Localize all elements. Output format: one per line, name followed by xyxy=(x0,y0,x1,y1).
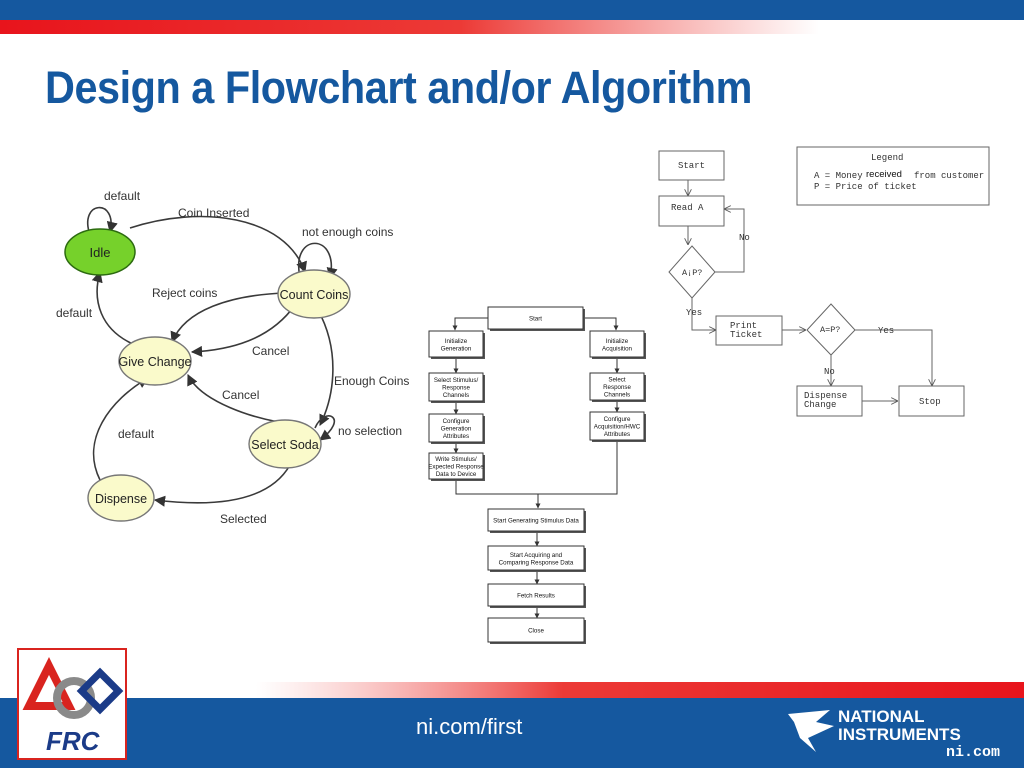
label-reject-coins: Reject coins xyxy=(152,286,217,300)
label-coin-inserted: Coin Inserted xyxy=(178,206,249,220)
transition-cancel-bottom xyxy=(187,373,301,426)
legend-box xyxy=(796,146,990,206)
ni-line2: INSTRUMENTS xyxy=(838,725,961,744)
ni-eagle-icon xyxy=(788,710,834,752)
ticket-dispense-box xyxy=(796,385,863,417)
state-dispense: Dispense xyxy=(87,474,155,522)
transition-cancel-top xyxy=(190,304,296,358)
process-main-box-3: Fetch Results xyxy=(487,583,586,608)
ticket-decision2-box xyxy=(806,303,856,356)
process-connector xyxy=(538,440,618,495)
top-banner xyxy=(0,0,1024,34)
state-idle: Idle xyxy=(64,228,136,276)
label-default-give: default xyxy=(56,306,93,320)
slide-title: Design a Flowchart and/or Algorithm xyxy=(45,62,752,113)
label-selected: Selected xyxy=(220,512,267,526)
ticket-no2-label: No xyxy=(824,367,835,377)
frc-label: FRC xyxy=(46,726,100,756)
label-default-dispense: default xyxy=(118,427,155,441)
state-count-coins: Count Coins xyxy=(277,269,351,319)
first-logo-icon xyxy=(22,657,124,719)
transition-select-self xyxy=(314,415,335,441)
bottom-banner xyxy=(0,682,1024,768)
footer-url: ni.com/first xyxy=(416,714,523,739)
ticket-stop-box xyxy=(898,385,965,417)
ni-line1: NATIONAL xyxy=(838,707,925,726)
process-start-box: Start xyxy=(487,306,585,331)
state-select-soda: Select Soda xyxy=(248,419,322,469)
process-connector xyxy=(452,317,488,331)
state-machine-diagram: Idle Count Coins Give Change Select Soda… xyxy=(56,189,409,526)
label-no-selection: no selection xyxy=(338,424,402,438)
ticket-decision1-box xyxy=(668,245,716,299)
ticket-start-box xyxy=(658,150,725,181)
ticket-yes2-label: Yes xyxy=(878,326,894,336)
process-connector xyxy=(583,317,619,331)
transition-selected xyxy=(153,464,291,507)
transition-give-default xyxy=(91,270,136,346)
label-default-idle: default xyxy=(104,189,141,203)
label-cancel-top: Cancel xyxy=(252,344,289,358)
frc-logo xyxy=(17,648,127,760)
label-enough-coins: Enough Coins xyxy=(334,374,409,388)
ticket-read-box xyxy=(658,195,725,227)
process-main-box-4: Close xyxy=(487,617,586,644)
transition-dispense-default xyxy=(92,377,149,481)
transition-enough-coins xyxy=(317,309,334,427)
label-not-enough: not enough coins xyxy=(302,225,393,239)
ticket-print-box xyxy=(715,315,783,346)
ticket-flowchart: Start Read A A¡P? No Yes Print Ticket A=… xyxy=(658,146,990,417)
transition-count-self xyxy=(297,242,338,280)
label-cancel-bottom: Cancel xyxy=(222,388,259,402)
process-main-box-1: Start Generating Stimulus Data xyxy=(487,508,586,533)
transition-coin-inserted xyxy=(129,215,307,274)
ticket-yes1-label: Yes xyxy=(686,308,702,318)
transition-idle-self xyxy=(87,206,118,236)
ni-sub: ni.com xyxy=(946,744,1001,761)
transition-reject-coins xyxy=(170,292,286,344)
state-give-change: Give Change xyxy=(118,336,192,386)
ni-logo: NATIONAL INSTRUMENTS ni.com xyxy=(786,706,1016,762)
process-connector xyxy=(455,479,538,495)
